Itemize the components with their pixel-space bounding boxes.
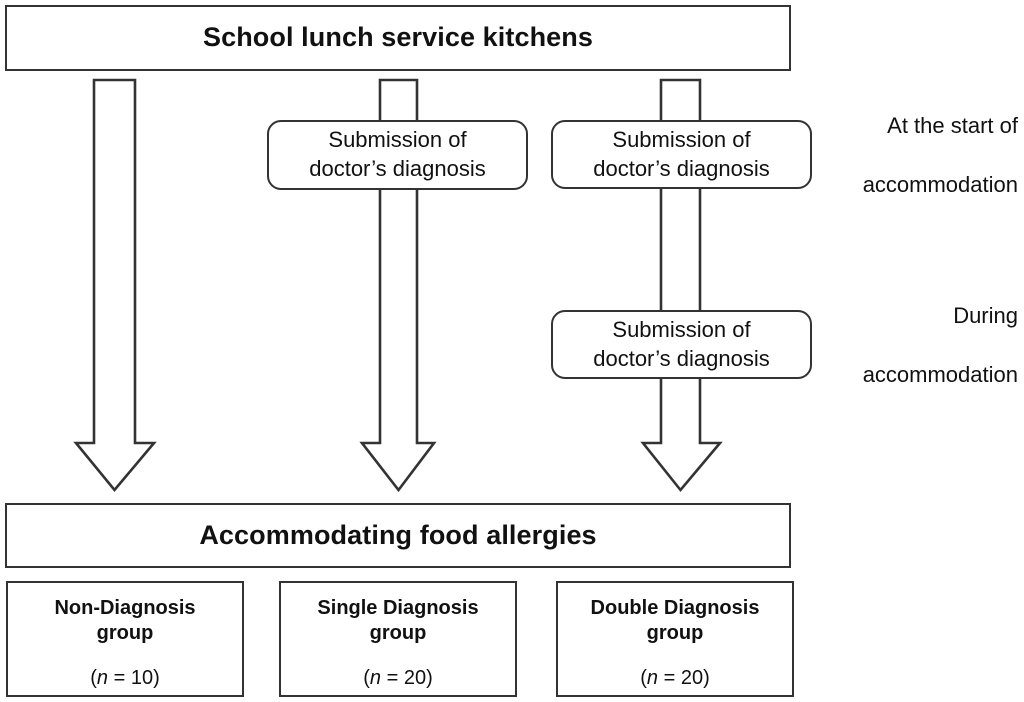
outcome-box: Accommodating food allergies [5, 503, 791, 568]
group-title-line2: group [369, 622, 427, 644]
submission-box-line1: Submission of [612, 126, 751, 152]
group-title-line2: group [96, 622, 154, 644]
submission-box-line2: doctor’s diagnosis [309, 156, 486, 181]
group-n: (n = 20) [640, 666, 710, 690]
stage-label-line1: At the start of [887, 113, 1018, 139]
submission-box-line1: Submission of [328, 127, 467, 153]
submission-box-single-at-start: Submission of doctor’s diagnosis [267, 120, 528, 190]
group-n-open: ( [90, 667, 97, 689]
group-title-line1: Double Diagnosis [590, 597, 760, 619]
group-n-value: = 20) [381, 667, 433, 689]
submission-box-double-at-start: Submission of doctor’s diagnosis [551, 120, 812, 189]
stage-label-at-start: At the start of accommodation [826, 113, 1018, 196]
group-n: (n = 20) [363, 666, 433, 690]
stage-label-line2: accommodation [862, 171, 1018, 197]
group-n-symbol: n [646, 667, 659, 689]
group-n-symbol: n [96, 667, 109, 689]
group-title-line1: Non-Diagnosis [54, 597, 196, 619]
group-n-value: = 10) [108, 667, 160, 689]
submission-box-line1: Submission of [612, 316, 751, 342]
group-n-open: ( [363, 667, 370, 689]
group-n-open: ( [640, 667, 647, 689]
title-box: School lunch service kitchens [5, 5, 791, 71]
arrow-non-diagnosis [73, 78, 157, 493]
outcome-box-label: Accommodating food allergies [199, 519, 597, 550]
group-n-symbol: n [369, 667, 382, 689]
group-n-value: = 20) [658, 667, 710, 689]
group-box-non-diagnosis: Non-Diagnosis group (n = 10) [6, 581, 244, 697]
submission-box-double-during: Submission of doctor’s diagnosis [551, 310, 812, 379]
stage-label-line2: accommodation [862, 361, 1018, 387]
title-box-label: School lunch service kitchens [202, 22, 594, 53]
stage-label-line1: During [953, 303, 1018, 329]
group-title-line2: group [646, 622, 704, 644]
group-n: (n = 10) [90, 666, 160, 690]
group-title-line1: Single Diagnosis [317, 597, 479, 619]
submission-box-line2: doctor’s diagnosis [593, 155, 770, 181]
submission-box-line2: doctor’s diagnosis [593, 345, 770, 371]
stage-label-during: During accommodation [826, 303, 1018, 386]
group-box-single-diagnosis: Single Diagnosis group (n = 20) [279, 581, 517, 697]
group-box-double-diagnosis: Double Diagnosis group (n = 20) [556, 581, 794, 697]
